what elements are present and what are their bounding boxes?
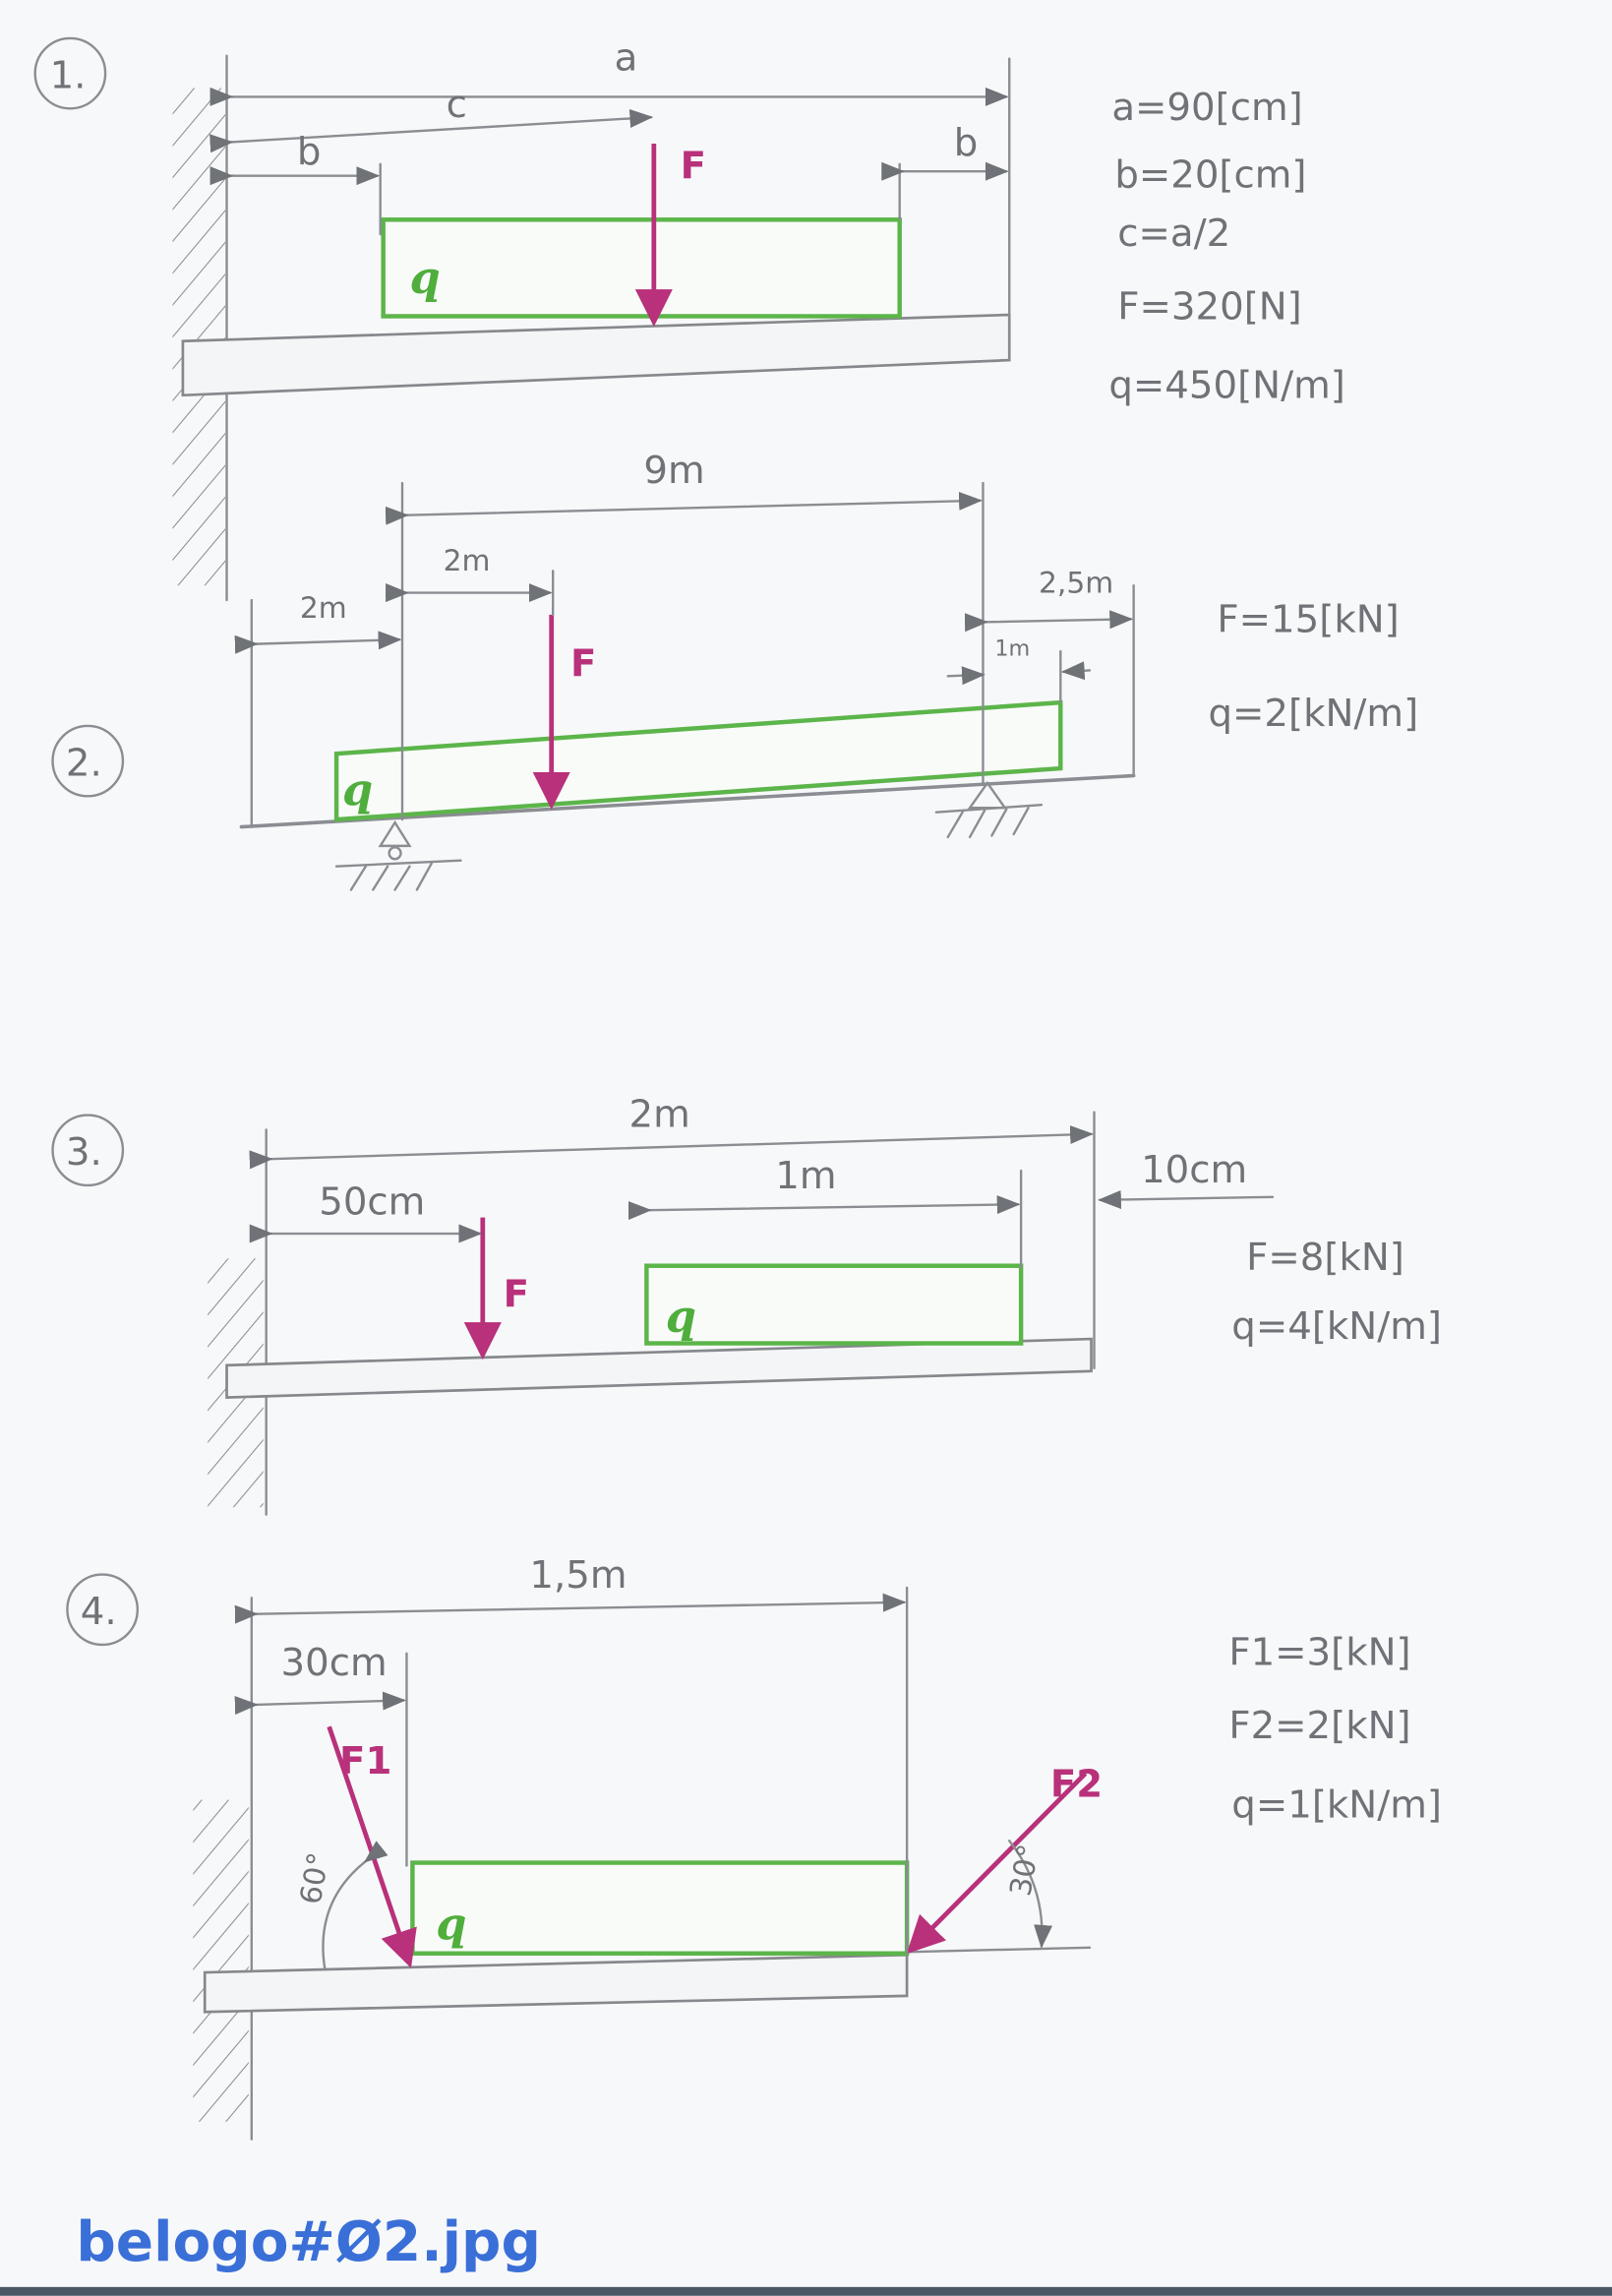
problem-3: 3. q F 2m 50cm 1m 10cm F=8[kN] q=4[kN/m]: [51, 1092, 1442, 1516]
problem-number: 1.: [50, 53, 87, 97]
dimension-force-offset-label: 2m: [444, 544, 491, 578]
beam: [239, 773, 1136, 829]
dimension-c: [209, 108, 654, 153]
angle-2-arc: [1008, 1840, 1053, 1949]
param-q: q=450[N/m]: [1108, 364, 1344, 408]
force-label: F: [504, 1272, 529, 1316]
dimension-b-right-label: b: [954, 121, 979, 165]
param-f1: F1=3[kN]: [1228, 1631, 1410, 1675]
dimension-total-label: 9m: [643, 449, 704, 493]
dimension-force-position-label: 50cm: [319, 1180, 425, 1225]
dimension-total: [234, 1593, 907, 1624]
angle-1-label: 60°: [294, 1850, 337, 1907]
param-a: a=90[cm]: [1111, 86, 1302, 130]
param-f: F=8[kN]: [1246, 1236, 1404, 1280]
dimension-c-label: c: [447, 83, 467, 127]
dimension-overhang: [234, 631, 402, 654]
param-b: b=20[cm]: [1114, 153, 1306, 198]
force-2-arrow: [906, 1772, 1088, 1955]
param-f2: F2=2[kN]: [1228, 1704, 1410, 1748]
distributed-load: [381, 217, 902, 319]
problem-number: 2.: [66, 741, 102, 785]
problem-number-circle: [51, 1114, 125, 1187]
angle-1-arc: [322, 1841, 388, 1969]
reference-line: [905, 1946, 1092, 1954]
dimension-offset-label: 30cm: [281, 1641, 388, 1685]
param-f: F=320[N]: [1117, 284, 1302, 329]
dimension-load-length: [627, 1195, 1021, 1221]
param-f: F=15[kN]: [1217, 598, 1399, 642]
load-label: q: [342, 763, 373, 816]
dimension-a-label: a: [615, 36, 638, 81]
problem-1: 1. q F a c b b a=90[cm] b=20[cm] c=a/2 F…: [33, 36, 1345, 602]
wall-hatching: [172, 88, 226, 586]
dimension-total: [385, 491, 983, 525]
param-q: q=2[kN/m]: [1209, 692, 1419, 736]
beam: [181, 313, 1011, 397]
problem-2: 2. q F 9m 2m 2m 2,5m 1m: [51, 449, 1419, 891]
roller-support: [334, 819, 462, 891]
distributed-load: [410, 1860, 910, 1956]
dimension-b-left-label: b: [297, 130, 322, 174]
dimension-overhang-label: 2m: [300, 591, 347, 626]
distributed-load: [644, 1263, 1024, 1346]
wall-hatching: [193, 1799, 249, 2122]
param-q: q=1[kN/m]: [1231, 1782, 1442, 1827]
problem-4: 4. q F1 F2 60° 30° 1,5m 30cm F1=3[kN] F2…: [66, 1553, 1442, 2141]
dimension-right: [964, 610, 1134, 633]
dimension-load-end-arrow: [1060, 661, 1092, 681]
problem-number-circle: [33, 36, 107, 110]
dimension-total-label: 1,5m: [529, 1553, 627, 1598]
load-label: q: [436, 1898, 466, 1950]
pin-support: [934, 780, 1044, 839]
load-label: q: [666, 1291, 696, 1343]
beam: [225, 1337, 1093, 1399]
problem-number: 4.: [81, 1590, 117, 1634]
dimension-load-end-label: 1m: [994, 636, 1030, 662]
dimension-total-label: 2m: [629, 1092, 690, 1136]
dimension-load-length-label: 1m: [775, 1154, 836, 1198]
dimension-right-label: 2,5m: [1039, 567, 1113, 601]
problem-number: 3.: [66, 1130, 102, 1175]
force-1-label: F1: [339, 1739, 391, 1783]
dimension-gap-label: 10cm: [1141, 1148, 1247, 1192]
problem-number-circle: [66, 1573, 139, 1647]
distributed-load: [333, 699, 1063, 822]
dimension-total: [249, 1125, 1094, 1170]
param-q: q=4[kN/m]: [1231, 1304, 1442, 1349]
load-label: q: [409, 252, 440, 304]
file-caption: belogo#Ø2.jpg: [76, 2210, 541, 2274]
force-label: F: [681, 145, 706, 189]
force-label: F: [570, 641, 596, 686]
angle-2-label: 30°: [1003, 1842, 1046, 1899]
force-2-label: F2: [1050, 1763, 1103, 1807]
dimension-offset: [234, 1691, 406, 1716]
scan-edge: [0, 2286, 1612, 2296]
dimension-gap: [1098, 1189, 1275, 1209]
beam: [203, 1953, 909, 2014]
problem-number-circle: [51, 724, 125, 798]
param-c: c=a/2: [1117, 211, 1230, 256]
dimension-load-end-arrow: [946, 666, 985, 686]
